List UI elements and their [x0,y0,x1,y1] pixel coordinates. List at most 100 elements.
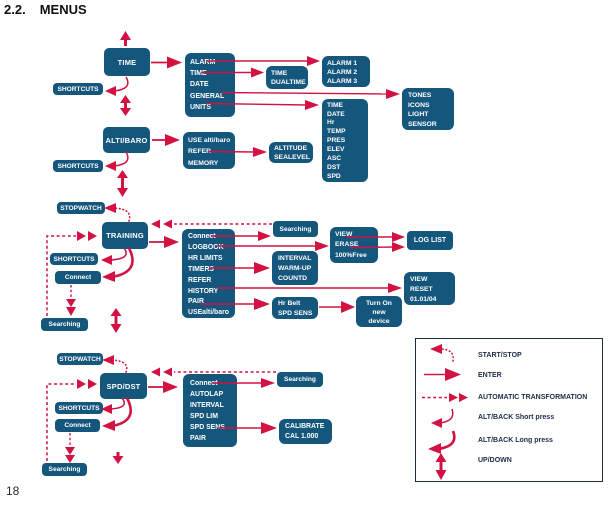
menu-item: CAL 1.000 [285,432,319,440]
menu-item: 100%Free [335,251,367,259]
pair-sub-box: Hr Belt SPD SENS [272,297,318,319]
time-dualtime-box: TIME DUALTIME [266,66,308,89]
legend-box: START/STOP ENTER AUTOMATIC TRANSFORMATIO… [415,338,603,482]
timers-sub-box: INTERVAL WARM-UP COUNTD [272,251,318,285]
menu-item: CALIBRATE [285,422,325,430]
training-shortcuts-box: SHORTCUTS [50,253,98,265]
menu-item: PAIR [190,435,206,442]
menu-item: VIEW [410,276,428,283]
menu-item: SEALEVEL [274,154,310,162]
menu-item: TIME [271,69,288,77]
log-list-box: LOG LIST [407,231,453,250]
legend-altback-long: ALT/BACK Long press [478,437,553,444]
menu-item: PRES [327,137,346,145]
box-label: STOPWATCH [59,355,101,363]
section-number: 2.2. [4,2,26,17]
box-label: SHORTCUTS [58,404,100,412]
menu-item: INTERVAL [278,255,312,262]
menu-item: WARM-UP [278,265,312,272]
box-label: Searching [48,466,81,473]
menu-item: Connect [190,380,218,387]
time-root-box: TIME [104,48,150,76]
menu-item: Turn On [366,299,392,307]
spddst-connect-box: Connect [55,419,100,432]
short-press-arrow-icon [109,247,127,261]
page-number: 18 [6,484,20,498]
menu-item: HISTORY [188,287,219,295]
box-label: SHORTCUTS [57,85,99,93]
menu-item: PAIR [188,298,204,306]
menu-item: LOGBOOK [188,243,224,251]
general-enter-arrow [220,91,389,95]
training-stopwatch-box: STOPWATCH [57,202,105,214]
menu-item: ALARM [190,58,216,66]
menu-item: USEalti/baro [188,309,229,317]
spddst-menu-box: Connect AUTOLAP INTERVAL SPD LIM SPD SEN… [183,374,237,447]
altitude-sealevel-box: ALTITUDE SEALEVEL [269,142,313,163]
box-label: Searching [279,225,312,233]
menu-item: ALARM 1 [327,59,358,67]
menu-item: RESET [410,286,433,293]
menu-item: SPD SENS [190,424,225,431]
start-stop-arrow-icon [113,207,131,222]
training-menu-box: Connect LOGBOOK HR LIMITS TIMERS REFER H… [182,229,235,318]
menu-item: ALARM 3 [327,78,358,86]
training-searching-right-box: Searching [273,221,318,237]
menu-item: SPD SENS [278,309,313,317]
turn-on-device-box: Turn On new device [356,296,402,327]
menu-item: HR LIMITS [188,254,223,262]
spddst-searching-right-box: Searching [277,372,323,387]
time-shortcuts-box: SHORTCUTS [53,83,103,95]
menu-item: ELEV [327,146,345,154]
logbook-sub-box: VIEW ERASE 100%Free [330,227,378,263]
menu-item: REFER [188,148,212,156]
altibaro-menu-box: USE alti/baro REFER MEMORY [183,132,235,169]
box-label: Connect [64,422,91,429]
spddst-shortcuts-box: SHORTCUTS [55,402,103,414]
legend-start-stop: START/STOP [478,352,522,359]
box-label: Searching [48,321,81,328]
menu-item: SENSOR [408,120,437,128]
menu-item: SPD [327,172,341,180]
altibaro-root-box: ALTI/BARO [103,127,150,153]
menu-item: LIGHT [408,111,429,118]
menu-item: device [368,317,390,325]
menu-item: new [372,308,386,316]
alarm-sub-box: ALARM 1 ALARM 2 ALARM 3 [322,56,370,87]
menu-item: DUALTIME [271,79,306,86]
spddst-searching-left-box: Searching [42,463,87,476]
page-title: 2.2.MENUS [4,2,87,17]
menu-item: TIME [190,69,207,77]
altibaro-shortcuts-box: SHORTCUTS [53,160,103,172]
start-stop-arrow-icon [111,359,128,373]
box-label: Searching [284,376,316,383]
legend-enter: ENTER [478,372,502,379]
menu-item: Hr Belt [278,300,301,307]
box-label: Connect [64,274,92,281]
long-press-arrow-icon [111,247,134,279]
menu-item: TIMERS [188,265,215,273]
menu-item: DST [327,163,341,171]
menu-item: Connect [188,233,216,240]
menu-item: VIEW [335,231,353,238]
box-label: STOPWATCH [60,204,102,212]
training-connect-box: Connect [55,271,101,284]
box-label: TRAINING [106,231,144,240]
legend-auto-transformation: AUTOMATIC TRANSFORMATION [478,394,588,401]
menu-item: GENERAL [190,92,225,100]
menu-item: REFER [188,276,212,284]
time-menu-box: ALARM TIME DATE GENERAL UNITS [185,53,235,117]
menu-item: USE alti/baro [188,136,231,144]
menu-item: ICONS [408,101,430,109]
calibrate-box: CALIBRATE CAL 1.000 [279,419,332,444]
units-sub-box: TIME DATE Hr TEMP PRES ELEV ASC DST SPD [322,99,368,182]
menu-item: 01.01/04 [410,296,437,303]
menu-item: MEMORY [188,159,219,167]
legend-altback-short: ALT/BACK Short press [478,414,555,421]
box-label: SHORTCUTS [57,162,99,170]
box-label: LOG LIST [413,237,447,244]
box-label: SHORTCUTS [53,255,95,263]
menu-item: SPD LIM [190,413,218,420]
menu-item: ALARM 2 [327,68,358,76]
